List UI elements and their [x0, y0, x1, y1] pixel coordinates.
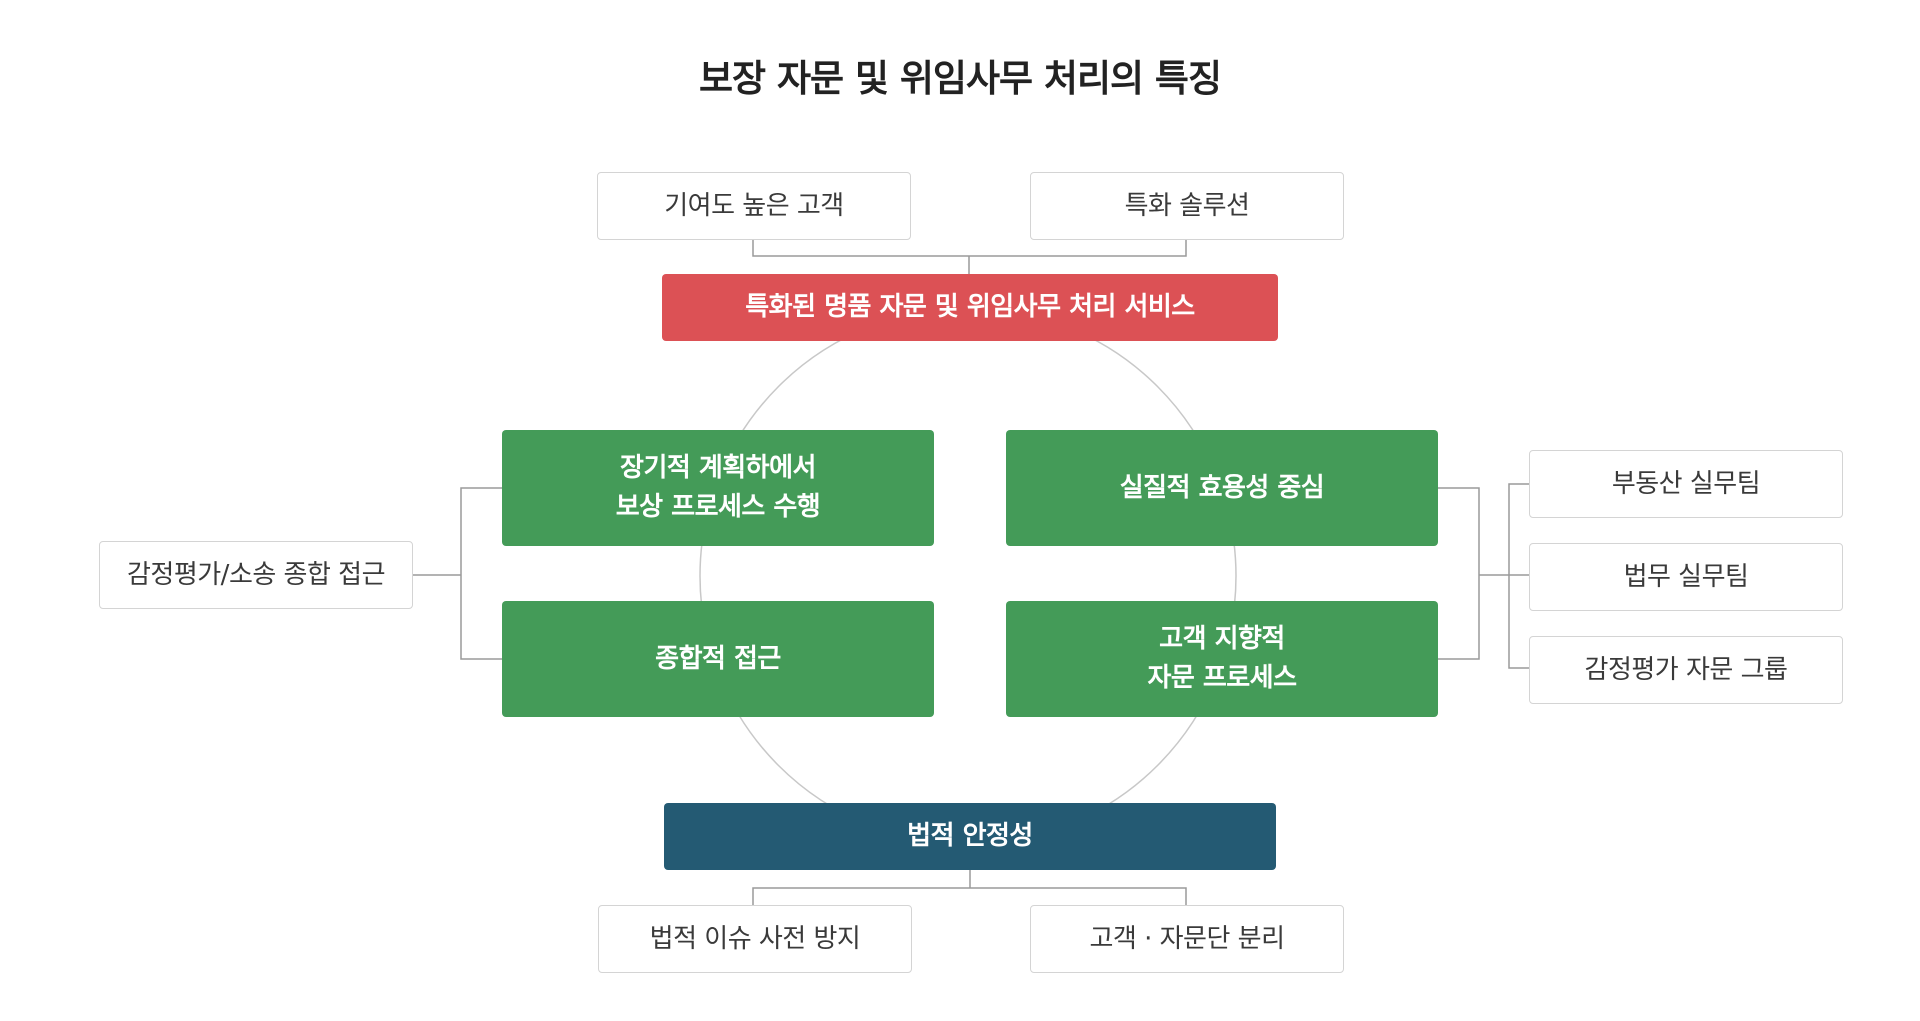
right-box-utility-text: 실질적 효용성 중심	[1119, 472, 1325, 503]
bottom-right-label-text: 고객 · 자문단 분리	[1089, 923, 1286, 954]
right-item-real-estate-text: 부동산 실무팀	[1611, 468, 1761, 499]
top-bracket	[752, 240, 1187, 274]
right-item-appraisal: 감정평가 자문 그룹	[1529, 636, 1843, 704]
bottom-banner: 법적 안정성	[664, 803, 1276, 870]
right-item-legal-text: 법무 실무팀	[1623, 561, 1749, 592]
bottom-bracket	[752, 870, 1187, 905]
left-box-long-term-line1: 장기적 계획하에서	[620, 453, 816, 483]
right-item-real-estate: 부동산 실무팀	[1529, 450, 1843, 518]
left-box-long-term-line2: 보상 프로세스 수행	[615, 492, 821, 522]
right-item-appraisal-text: 감정평가 자문 그룹	[1584, 654, 1788, 685]
top-left-label: 기여도 높은 고객	[597, 172, 911, 240]
top-left-label-text: 기여도 높은 고객	[664, 190, 844, 221]
left-bracket	[413, 487, 502, 660]
left-side-label-text: 감정평가/소송 종합 접근	[127, 559, 386, 590]
top-right-label: 특화 솔루션	[1030, 172, 1344, 240]
bottom-banner-text: 법적 안정성	[907, 821, 1033, 851]
central-circle	[699, 307, 1237, 845]
bottom-right-label: 고객 · 자문단 분리	[1030, 905, 1344, 973]
left-side-label: 감정평가/소송 종합 접근	[99, 541, 413, 609]
right-box-customer-oriented-line2: 자문 프로세스	[1147, 663, 1297, 693]
bottom-left-label-text: 법적 이슈 사전 방지	[649, 923, 861, 954]
bottom-left-label: 법적 이슈 사전 방지	[598, 905, 912, 973]
right-item-legal: 법무 실무팀	[1529, 543, 1843, 611]
diagram-title: 보장 자문 및 위임사무 처리의 특징	[699, 57, 1222, 100]
top-banner-text: 특화된 명품 자문 및 위임사무 처리 서비스	[745, 292, 1195, 322]
right-box-customer-oriented-line1: 고객 지향적	[1159, 624, 1285, 654]
top-banner: 특화된 명품 자문 및 위임사무 처리 서비스	[662, 274, 1278, 341]
top-right-label-text: 특화 솔루션	[1124, 190, 1250, 221]
right-box-utility: 실질적 효용성 중심	[1006, 430, 1438, 546]
left-box-comprehensive: 종합적 접근	[502, 601, 934, 717]
left-box-comprehensive-text: 종합적 접근	[655, 643, 781, 674]
right-box-customer-oriented: 고객 지향적 자문 프로세스	[1006, 601, 1438, 717]
right-bracket	[1438, 483, 1529, 669]
left-box-long-term: 장기적 계획하에서 보상 프로세스 수행	[502, 430, 934, 546]
